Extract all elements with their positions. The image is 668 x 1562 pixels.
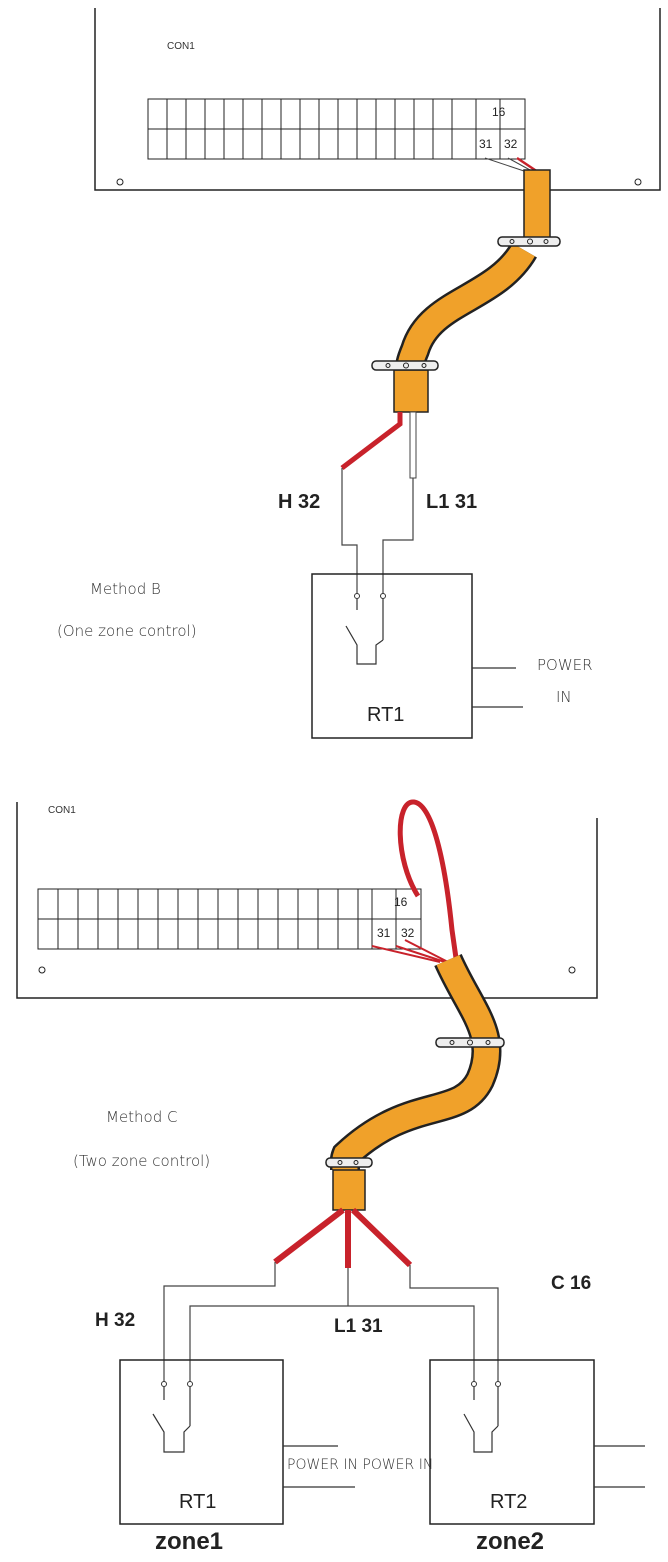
- wire-h32-label-c: H 32: [95, 1310, 136, 1331]
- switch-rt1-c: [152, 1387, 191, 1453]
- wire-l1-c: [189, 1268, 475, 1384]
- mount-hole-right-b: [634, 178, 642, 186]
- red-loop-16-c: [397, 799, 459, 959]
- wire-h-c: [163, 1262, 276, 1384]
- red-leads-c: [273, 1207, 413, 1268]
- con1-label-c: CON1: [48, 805, 76, 816]
- terminal-32-label-c: 32: [401, 926, 415, 940]
- power-in-labels-c: POWER IN POWER IN: [287, 1457, 434, 1473]
- cable-bottom-segment-b: [393, 369, 429, 413]
- con1-label-b: CON1: [167, 41, 195, 52]
- method-b-subtitle: (One zone control): [57, 622, 197, 640]
- terminal-31-label-b: 31: [479, 137, 493, 151]
- zone2-label: zone2: [476, 1528, 545, 1555]
- thermostat-rt1-b: [311, 573, 473, 739]
- thermostat-rt2-label-c: RT2: [490, 1491, 528, 1513]
- method-c-subtitle: (Two zone control): [73, 1152, 211, 1170]
- red-lead-h-b: [340, 412, 403, 470]
- cable-bottom-segment-c: [332, 1169, 366, 1211]
- controller-housing-open-top-c: [17, 800, 597, 1000]
- switch-rt2-c: [463, 1387, 499, 1453]
- terminal-16-label-c: 16: [394, 895, 408, 909]
- method-c-diagram: [16, 780, 645, 1525]
- wire-h32-label-b: H 32: [278, 491, 321, 513]
- terminal-16-label-b: 16: [492, 105, 506, 119]
- terminal-block-c: [37, 888, 422, 950]
- method-b-title: Method B: [90, 580, 161, 598]
- wire-h-b: [341, 468, 358, 596]
- housing-c-lines: [17, 780, 597, 800]
- wire-l1-31-label-c: L1 31: [334, 1316, 383, 1337]
- cable-body-fill-b: [397, 243, 535, 371]
- controller-housing-stroked-c: [17, 782, 597, 818]
- cable-clamp-top-c: [435, 1037, 505, 1048]
- controller-housing-b: [94, 8, 661, 191]
- wire-c16-label-c: C 16: [551, 1273, 592, 1294]
- switch-rt1-b: [345, 599, 384, 665]
- thermostat-rt1-c: [119, 1359, 284, 1525]
- cable-clamp-bottom-c: [325, 1157, 373, 1168]
- controller-housing-c-render: [17, 780, 597, 800]
- housing-method-c: [17, 780, 597, 800]
- cable-top-segment-b: [523, 169, 551, 239]
- controller-housing-c-border: [17, 782, 597, 800]
- wire-l1-31-label-b: L1 31: [426, 491, 478, 513]
- mount-hole-right-c: [568, 966, 576, 974]
- terminal-32-label-b: 32: [504, 137, 518, 151]
- wire-l1-b: [382, 478, 414, 596]
- terminal-31-label-c: 31: [377, 926, 391, 940]
- power-in-leads-b: [472, 667, 523, 708]
- terminal-links-c: [371, 939, 449, 963]
- controller-frame-c: [17, 782, 597, 800]
- thermostat-rt1-label-c: RT1: [179, 1491, 217, 1513]
- power-in-leads-rt1-c: [283, 1445, 355, 1488]
- open-top-housing-c: [16, 802, 598, 999]
- cable-clamp-top-b: [497, 236, 561, 247]
- terminal-link-b: [484, 157, 531, 173]
- method-c-title: Method C: [106, 1108, 178, 1126]
- cable-body-c-fill: [332, 954, 500, 1171]
- cable-clamp-bottom-b: [371, 360, 439, 371]
- mount-hole-left-c: [38, 966, 46, 974]
- power-in-label-b-line1: POWER: [537, 656, 593, 674]
- method-b-diagram: [94, 8, 661, 739]
- terminal-block-b: [147, 98, 526, 160]
- power-in-label-b-line2: IN: [556, 688, 572, 706]
- mount-hole-left-b: [116, 178, 124, 186]
- thermostat-rt1-label-b: RT1: [367, 704, 405, 726]
- zone1-label: zone1: [155, 1528, 224, 1555]
- thermostat-rt2-c: [429, 1359, 595, 1525]
- method-c-housing: [17, 781, 597, 800]
- wire-c-c: [409, 1265, 499, 1384]
- power-in-leads-rt2-c: [594, 1445, 645, 1488]
- white-lead-l1-b: [409, 411, 417, 479]
- housing-c-draw: [17, 782, 597, 818]
